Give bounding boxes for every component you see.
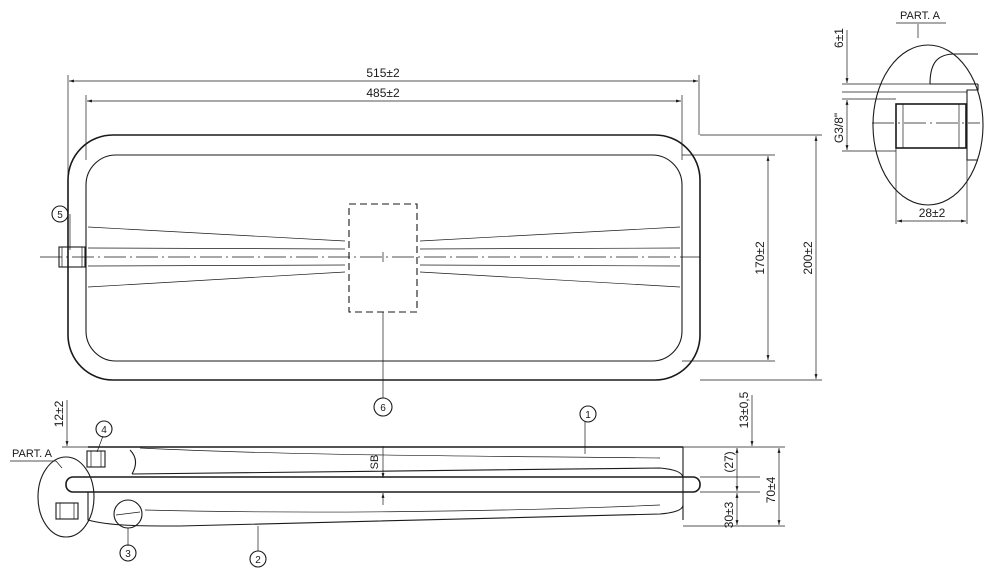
balloon-2-label: 2 [255, 555, 261, 566]
dim-fitting-length: 28±2 [919, 206, 946, 220]
rib-line [419, 226, 681, 242]
dim-fitting-height: 12±2 [52, 400, 66, 427]
part-a-leader [55, 460, 63, 469]
side-view: PART. A SB 12±2 13±0,5 (27) 30±3 70±4 [10, 391, 785, 568]
balloon-4 [95, 420, 113, 438]
lower-shell [87, 492, 684, 527]
fitting-detail [895, 103, 967, 149]
detail-a-title: PART. A [900, 10, 941, 22]
shell-curve [929, 53, 978, 85]
dim-mid-depth: (27) [722, 451, 736, 472]
balloon-3 [119, 544, 137, 562]
side-fitting-lower [55, 502, 79, 520]
dim-total-depth: 70±4 [764, 476, 778, 503]
dim-overall-height: 200±2 [801, 241, 815, 275]
dim-thread-size: G3/8" [832, 113, 846, 143]
rib-line [87, 271, 346, 288]
threaded-fitting [58, 246, 86, 268]
dim-thread-offset: 6±1 [832, 28, 846, 48]
balloon-6 [373, 397, 393, 417]
dim-flange-gap: 13±0,5 [737, 391, 751, 428]
dim-inner-height: 170±2 [753, 241, 767, 275]
dim-lower-depth: 30±3 [722, 501, 736, 528]
drain-circle [113, 499, 143, 529]
part-a-label: PART. A [12, 448, 53, 460]
upper-shell [129, 449, 684, 479]
balloon-1 [579, 405, 597, 423]
flange-band [65, 476, 701, 493]
sb-label: SB [369, 455, 381, 470]
detail-a-circle [872, 44, 984, 206]
lower-shell-curve [144, 504, 661, 513]
rib-line [419, 247, 681, 250]
balloon-1-label: 1 [585, 410, 591, 421]
balloon-5 [51, 205, 69, 223]
part-a-circle [37, 456, 95, 538]
vessel-outer-outline [67, 134, 701, 381]
side-fitting [86, 450, 106, 468]
dim-overall-length: 515±2 [366, 66, 400, 80]
balloon-4-label: 4 [101, 425, 107, 436]
rib-line [419, 271, 681, 288]
balloon-3-label: 3 [125, 549, 131, 560]
leader-4 [96, 435, 104, 453]
drain-line [115, 511, 141, 516]
top-view: 515±2 485±2 170±2 200±2 5 6 [40, 66, 822, 417]
balloon-5-label: 5 [57, 210, 63, 221]
rib-line [87, 264, 346, 267]
vessel-inner-outline [85, 154, 683, 362]
rib-line [87, 226, 346, 242]
balloon-2 [249, 550, 267, 568]
shell-curve [966, 84, 979, 161]
upper-shell-curve [139, 447, 661, 459]
dim-inner-length: 485±2 [366, 86, 400, 100]
balloon-6-label: 6 [380, 403, 386, 414]
rib-line [419, 264, 681, 267]
rib-line [87, 247, 346, 250]
detail-a-view: PART. A 6±1 G3/8" 28±2 [832, 10, 984, 224]
